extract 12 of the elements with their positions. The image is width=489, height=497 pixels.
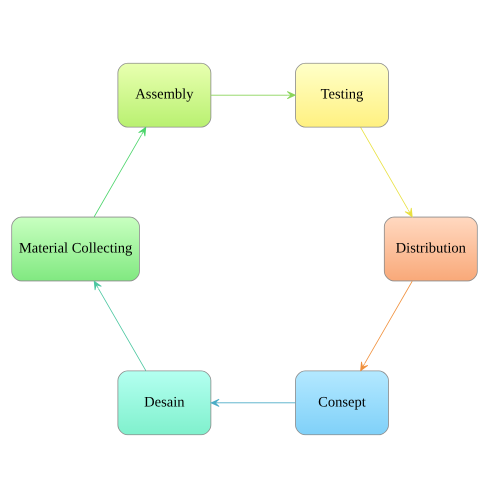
node-box: Distribution	[384, 216, 478, 281]
arrow	[360, 280, 413, 371]
arrow	[94, 280, 146, 370]
arrow	[94, 126, 146, 217]
node-box: Consept	[295, 370, 389, 435]
node-box: Desain	[117, 370, 212, 435]
node-box: Testing	[295, 62, 389, 128]
arrow	[210, 398, 296, 406]
node-box: Assembly	[117, 62, 212, 128]
node-box: Material Collecting	[11, 216, 140, 281]
arrow	[360, 126, 413, 217]
arrow	[210, 90, 296, 99]
